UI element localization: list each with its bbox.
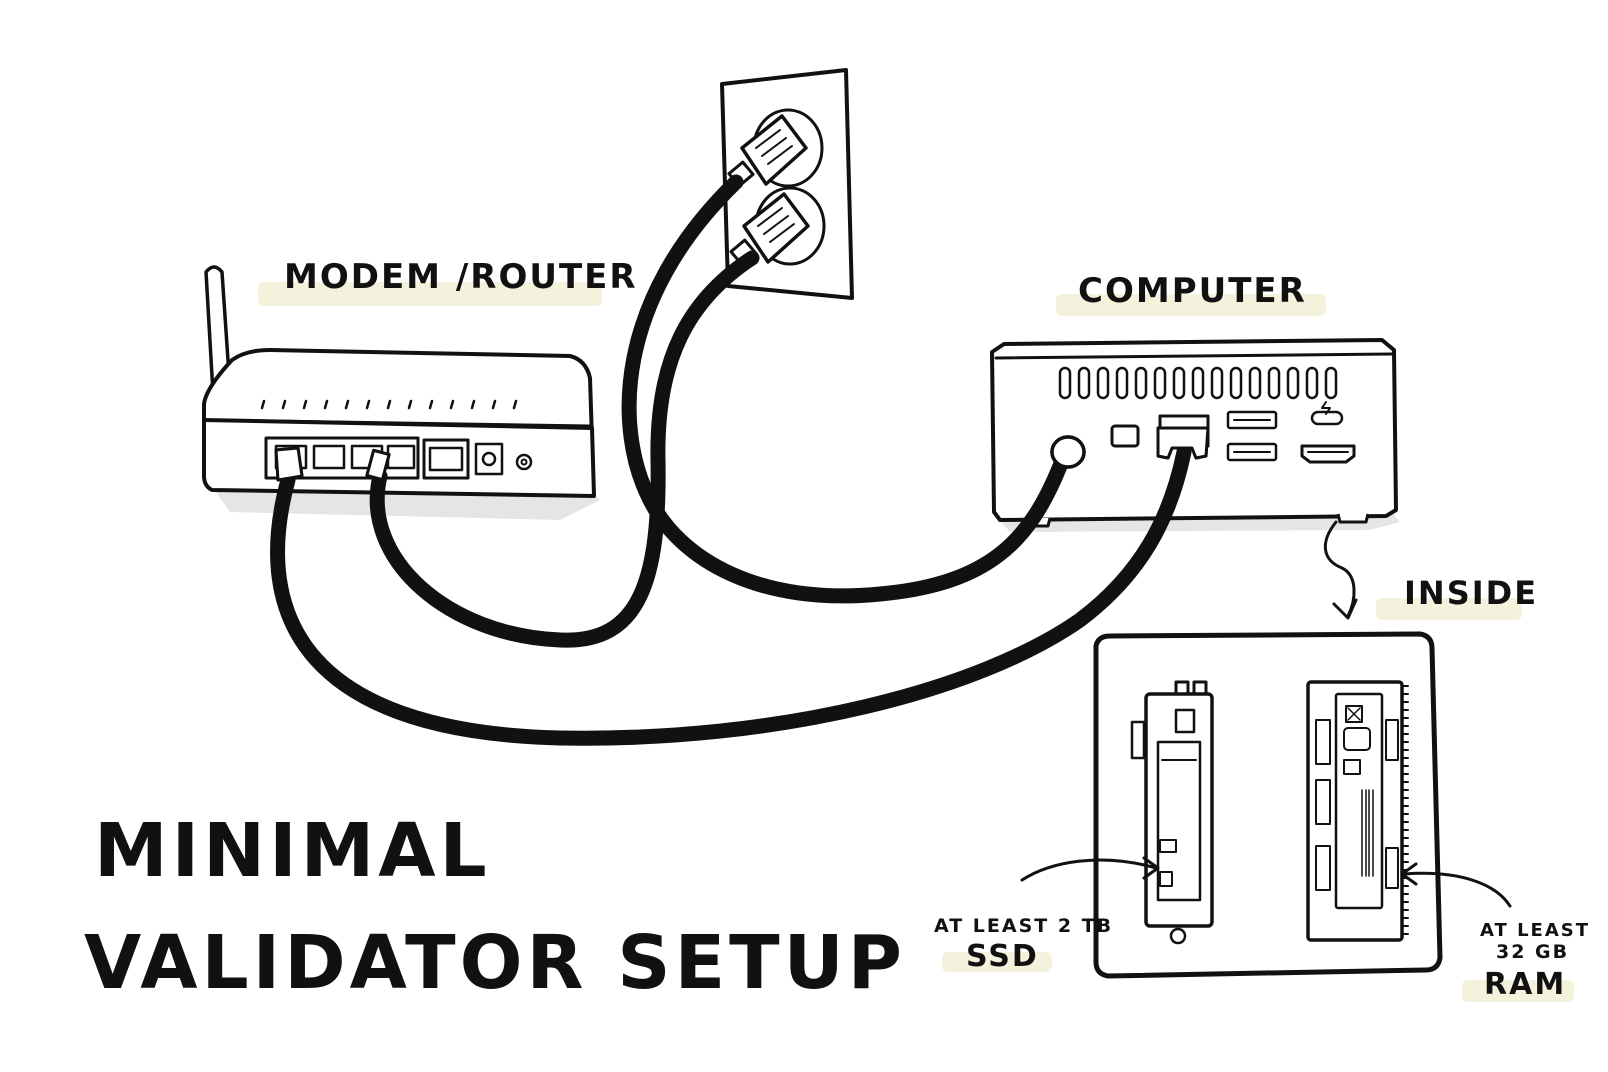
router-wan-port [430,448,462,470]
inside-arrow [1325,522,1356,618]
ram-label: RAM [1484,967,1566,1002]
title-line-1: MINIMAL [94,808,491,894]
modem-router-label: MODEM /ROUTER [284,257,638,297]
ram-module [1308,682,1408,940]
ram-capacity-label: 32 GB [1496,941,1569,963]
title-line-2: VALIDATOR SETUP [84,920,906,1006]
router-reset-button [517,455,531,469]
computer-vents [1060,368,1336,398]
computer-label: COMPUTER [1078,271,1307,311]
hdmi-port [1302,446,1354,462]
ssd-capacity-label: AT LEAST 2 TB [934,915,1113,937]
ssd-label: SSD [966,939,1039,974]
computer-small-port [1112,426,1138,446]
inside-label: INSIDE [1404,574,1538,612]
ram-at-least-label: AT LEAST [1480,920,1590,941]
